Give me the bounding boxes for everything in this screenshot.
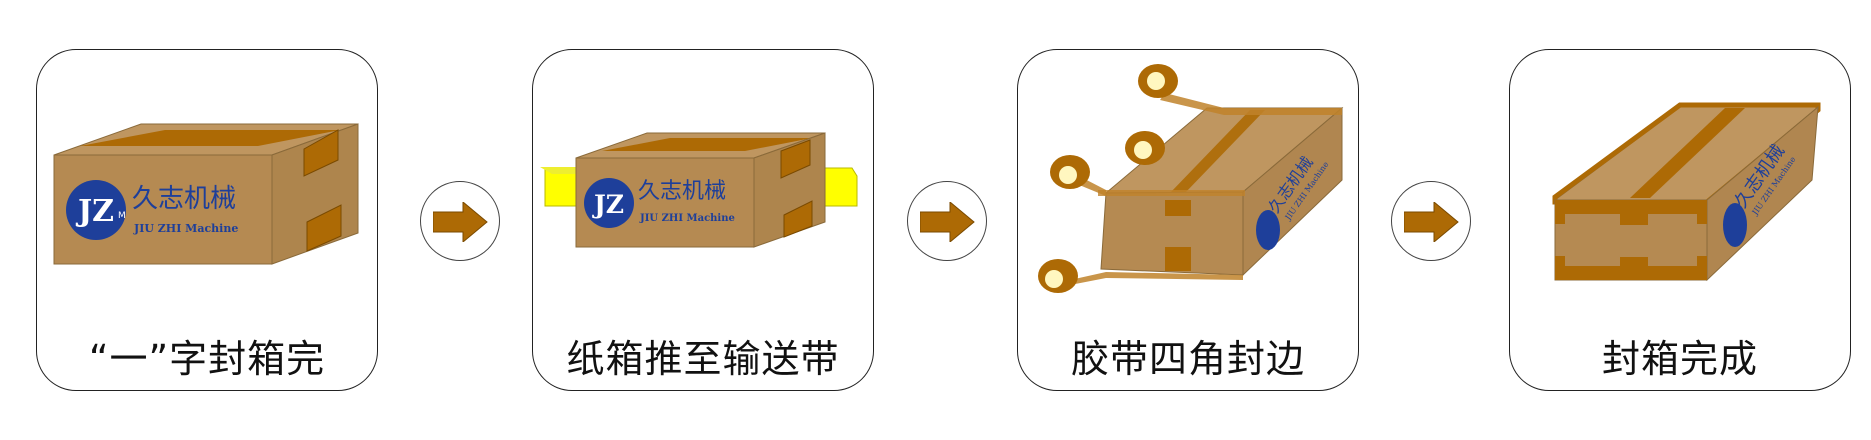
step-caption: 封箱完成 <box>1601 337 1758 381</box>
right-arrow-icon <box>1404 202 1459 242</box>
step-arrow-2 <box>907 181 987 261</box>
step-card-4: 封箱完成 <box>1509 49 1851 391</box>
step-arrow-3 <box>1391 181 1471 261</box>
right-arrow-icon <box>920 202 975 242</box>
step-caption: 纸箱推至输送带 <box>566 337 840 381</box>
step-card-2: 纸箱推至输送带 <box>532 49 874 391</box>
step-caption: 胶带四角封边 <box>1070 337 1305 381</box>
step-arrow-1 <box>420 181 500 261</box>
step-card-3: 胶带四角封边 <box>1017 49 1359 391</box>
step-caption: “一”字封箱完 <box>88 337 326 381</box>
step-card-1: “一”字封箱完 <box>36 49 378 391</box>
right-arrow-icon <box>433 202 488 242</box>
